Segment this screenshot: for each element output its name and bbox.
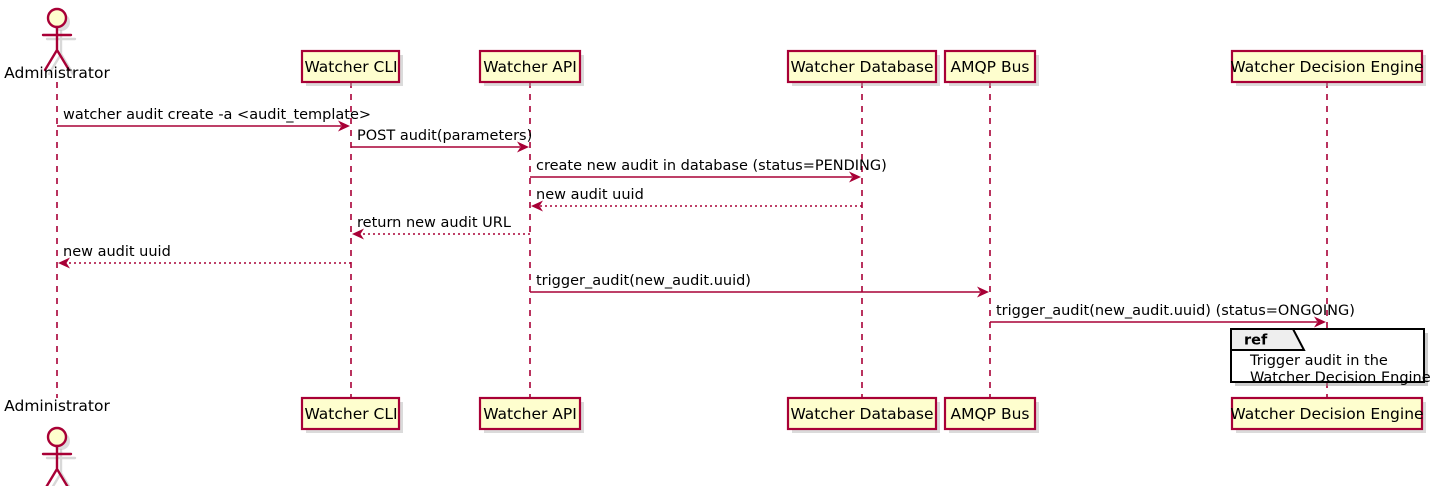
message-arrowhead-icon bbox=[977, 286, 989, 298]
participant-label: Watcher Decision Engine bbox=[1230, 58, 1423, 76]
participant-watcher-cli-bottom[interactable]: Watcher CLI bbox=[300, 396, 403, 433]
participant-watcher-api-bottom[interactable]: Watcher API bbox=[478, 396, 584, 433]
message-label: watcher audit create -a <audit_template> bbox=[63, 107, 371, 123]
actor-label: Administrator bbox=[4, 64, 110, 82]
lifelines-layer bbox=[56, 82, 1328, 398]
participant-label: Watcher Decision Engine bbox=[1230, 405, 1423, 423]
actor-body-icon bbox=[41, 444, 73, 486]
participant-box bbox=[786, 49, 938, 84]
participant-label: Watcher CLI bbox=[304, 405, 397, 423]
participant-box bbox=[300, 49, 401, 84]
fragment-tab bbox=[1230, 328, 1306, 351]
message-label: return new audit URL bbox=[357, 215, 511, 231]
message-label: trigger_audit(new_audit.uuid) bbox=[536, 273, 751, 289]
participant-box bbox=[478, 49, 582, 84]
participant-box bbox=[1230, 49, 1424, 84]
participant-amqp-bus-bottom[interactable]: AMQP Bus bbox=[943, 396, 1039, 433]
message-label: create new audit in database (status=PEN… bbox=[536, 158, 887, 174]
participant-label: AMQP Bus bbox=[951, 405, 1030, 423]
participant-watcher-decision-engine-top[interactable]: Watcher Decision Engine bbox=[1230, 49, 1426, 86]
message-5-watcher-api-to-watcher-cli[interactable]: return new audit URL bbox=[352, 215, 530, 240]
participant-label: Watcher Database bbox=[790, 405, 933, 423]
fragment-tab-label: ref bbox=[1244, 333, 1268, 349]
message-label: trigger_audit(new_audit.uuid) (status=ON… bbox=[996, 303, 1355, 319]
actor-body-shadow bbox=[45, 448, 77, 486]
message-label: new audit uuid bbox=[536, 187, 644, 203]
message-arrowhead-icon bbox=[531, 200, 543, 212]
participant-label: Watcher Database bbox=[790, 58, 933, 76]
participant-label: Watcher CLI bbox=[304, 58, 397, 76]
message-arrowhead-icon bbox=[338, 120, 350, 132]
actor-body-shadow bbox=[45, 29, 77, 76]
message-arrowhead-icon bbox=[849, 171, 861, 183]
participant-watcher-decision-engine-bottom[interactable]: Watcher Decision Engine bbox=[1230, 396, 1426, 433]
message-7-watcher-api-to-amqp-bus[interactable]: trigger_audit(new_audit.uuid) bbox=[530, 273, 989, 298]
message-label: new audit uuid bbox=[63, 244, 171, 260]
participant-watcher-database-top[interactable]: Watcher Database bbox=[786, 49, 940, 86]
participant-watcher-database-bottom[interactable]: Watcher Database bbox=[786, 396, 940, 433]
actor-administrator-bottom[interactable]: Administrator bbox=[4, 397, 110, 486]
message-4-watcher-database-to-watcher-api[interactable]: new audit uuid bbox=[531, 187, 862, 212]
message-arrowhead-icon bbox=[58, 257, 70, 269]
participant-box bbox=[786, 396, 938, 431]
actor-head-icon bbox=[46, 426, 68, 448]
participant-box bbox=[943, 49, 1037, 84]
actor-head-icon bbox=[46, 7, 68, 29]
actor-administrator-top[interactable]: Administrator bbox=[4, 7, 110, 82]
message-arrowhead-icon bbox=[517, 141, 529, 153]
message-arrowhead-icon bbox=[1314, 316, 1326, 328]
messages-layer: watcher audit create -a <audit_template>… bbox=[57, 107, 1355, 328]
participant-watcher-cli-top[interactable]: Watcher CLI bbox=[300, 49, 403, 86]
participant-watcher-api-top[interactable]: Watcher API bbox=[478, 49, 584, 86]
message-arrowhead-icon bbox=[352, 228, 364, 240]
participant-box bbox=[300, 396, 401, 431]
fragment-body-line: Trigger audit in the bbox=[1249, 353, 1388, 369]
message-1-administrator-to-watcher-cli[interactable]: watcher audit create -a <audit_template> bbox=[57, 107, 371, 132]
message-6-watcher-cli-to-administrator[interactable]: new audit uuid bbox=[58, 244, 351, 269]
actor-body-icon bbox=[41, 25, 73, 72]
participant-label: Watcher API bbox=[483, 58, 577, 76]
participant-box bbox=[943, 396, 1037, 431]
participants-bottom-layer: Watcher CLI Watcher API Watcher Database AM… bbox=[300, 396, 1426, 433]
participant-amqp-bus-top[interactable]: AMQP Bus bbox=[943, 49, 1039, 86]
message-3-watcher-api-to-watcher-database[interactable]: create new audit in database (status=PEN… bbox=[530, 158, 887, 183]
message-label: POST audit(parameters) bbox=[357, 128, 532, 144]
participants-top-layer: Watcher CLI Watcher API Watcher Database AM… bbox=[300, 49, 1426, 86]
message-8-amqp-bus-to-watcher-decision-engine[interactable]: trigger_audit(new_audit.uuid) (status=ON… bbox=[990, 303, 1355, 328]
participant-label: AMQP Bus bbox=[951, 58, 1030, 76]
participant-box bbox=[478, 396, 582, 431]
fragment-body-line: Watcher Decision Engine bbox=[1250, 370, 1431, 386]
participant-label: Watcher API bbox=[483, 405, 577, 423]
message-2-watcher-cli-to-watcher-api[interactable]: POST audit(parameters) bbox=[351, 128, 532, 153]
actor-label: Administrator bbox=[4, 397, 110, 415]
participant-box bbox=[1230, 396, 1424, 431]
